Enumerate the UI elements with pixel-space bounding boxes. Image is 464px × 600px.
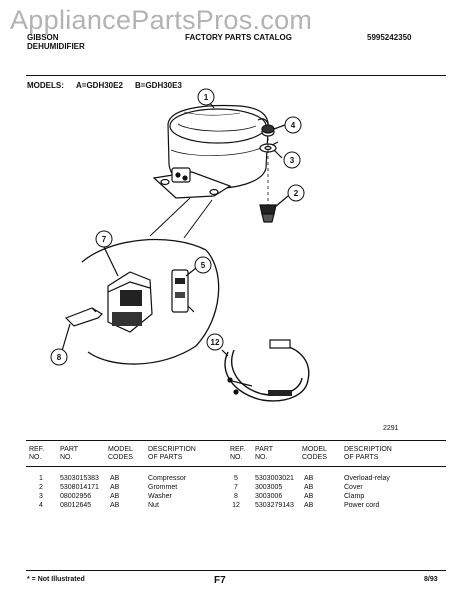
table-cell: AB — [304, 502, 314, 509]
catalog-number: 5995242350 — [367, 33, 412, 42]
brand-name: GIBSON — [27, 33, 59, 42]
callout-label-3: 3 — [290, 156, 295, 165]
power-cord-drawing — [224, 339, 310, 402]
callout-label-7: 7 — [102, 235, 107, 244]
table-cell: 08012645 — [60, 502, 92, 509]
header-ref-left: REF.NO. — [29, 446, 45, 461]
table-cell: Power cord — [344, 502, 380, 509]
nut-drawing — [261, 124, 275, 137]
table-cell: 5308014171 — [60, 484, 99, 491]
revision-date: 8/93 — [424, 576, 438, 583]
footer-rule — [26, 570, 446, 571]
left-part-column: 5303015383 5308014171 08002956 08012645 — [60, 474, 99, 510]
overload-relay-drawing — [171, 269, 195, 313]
callout-label-1: 1 — [204, 93, 209, 102]
table-cell: 5303279143 — [255, 502, 294, 509]
diagram-code: 2291 — [383, 425, 399, 432]
watermark-text: AppliancePartsPros.com — [10, 5, 313, 35]
header-rule — [26, 75, 446, 76]
callout-5 — [194, 256, 212, 274]
clamp-drawing — [64, 307, 103, 327]
table-cell: 8 — [234, 493, 238, 500]
callout-label-2: 2 — [294, 189, 299, 198]
table-cell: Grommet — [148, 484, 178, 491]
table-cell: 3003005 — [255, 484, 283, 491]
callout-8 — [50, 348, 68, 366]
cover-drawing — [107, 271, 153, 333]
table-cell: 3 — [39, 493, 43, 500]
callout-2 — [287, 184, 305, 202]
table-cell: Compressor — [148, 475, 187, 482]
left-model-column: AB AB AB AB — [110, 474, 119, 510]
table-cell: 2 — [39, 484, 43, 491]
callout-label-5: 5 — [201, 261, 206, 270]
table-cell: AB — [304, 493, 314, 500]
models-label: MODELS: — [27, 81, 64, 90]
table-cell: 08002956 — [60, 493, 92, 500]
callout-label-12: 12 — [211, 338, 220, 347]
table-cell: Washer — [148, 493, 172, 500]
table-cell: 5 — [234, 475, 238, 482]
table-cell: AB — [304, 484, 314, 491]
table-cell: Overload-relay — [344, 475, 390, 482]
table-top-rule — [26, 440, 446, 441]
table-cell: AB — [110, 475, 120, 482]
footnote: * = Not Illustrated — [27, 576, 85, 583]
callout-3 — [283, 151, 301, 169]
callout-1 — [197, 88, 215, 106]
table-cell: AB — [110, 493, 120, 500]
table-cell: 4 — [39, 502, 43, 509]
table-cell: Cover — [344, 484, 363, 491]
table-cell: Clamp — [344, 493, 365, 500]
table-cell: 3003006 — [255, 493, 283, 500]
grommet-drawing — [259, 204, 277, 223]
right-model-column: AB AB AB AB — [304, 474, 313, 510]
callout-label-8: 8 — [57, 353, 62, 362]
callout-label-4: 4 — [291, 121, 296, 130]
table-header-rule — [26, 466, 446, 467]
header-ref-right: REF.NO. — [230, 446, 246, 461]
right-part-column: 5303003021 3003005 3003006 5303279143 — [255, 474, 294, 510]
callout-12 — [206, 333, 224, 351]
compressor-drawing — [152, 104, 279, 199]
right-ref-column: 5 7 8 12 — [229, 474, 243, 510]
table-cell: 5303015383 — [60, 475, 99, 482]
callout-4 — [284, 116, 302, 134]
table-cell: 1 — [39, 475, 43, 482]
table-cell: Nut — [148, 502, 159, 509]
table-cell: AB — [110, 484, 120, 491]
callout-7 — [95, 230, 113, 248]
page-number: F7 — [214, 575, 226, 586]
catalog-title: FACTORY PARTS CATALOG — [185, 33, 292, 42]
table-cell: AB — [304, 475, 314, 482]
table-cell: 7 — [234, 484, 238, 491]
table-cell: 12 — [232, 502, 240, 509]
model-b: B=GDH30E3 — [135, 81, 182, 90]
right-desc-column: Overload-relay Cover Clamp Power cord — [344, 474, 390, 510]
table-cell: AB — [110, 502, 120, 509]
product-type: DEHUMIDIFIER — [27, 42, 85, 51]
model-a: A=GDH30E2 — [76, 81, 123, 90]
left-ref-column: 1 2 3 4 — [36, 474, 46, 510]
table-cell: 5303003021 — [255, 475, 294, 482]
left-desc-column: Compressor Grommet Washer Nut — [148, 474, 186, 510]
